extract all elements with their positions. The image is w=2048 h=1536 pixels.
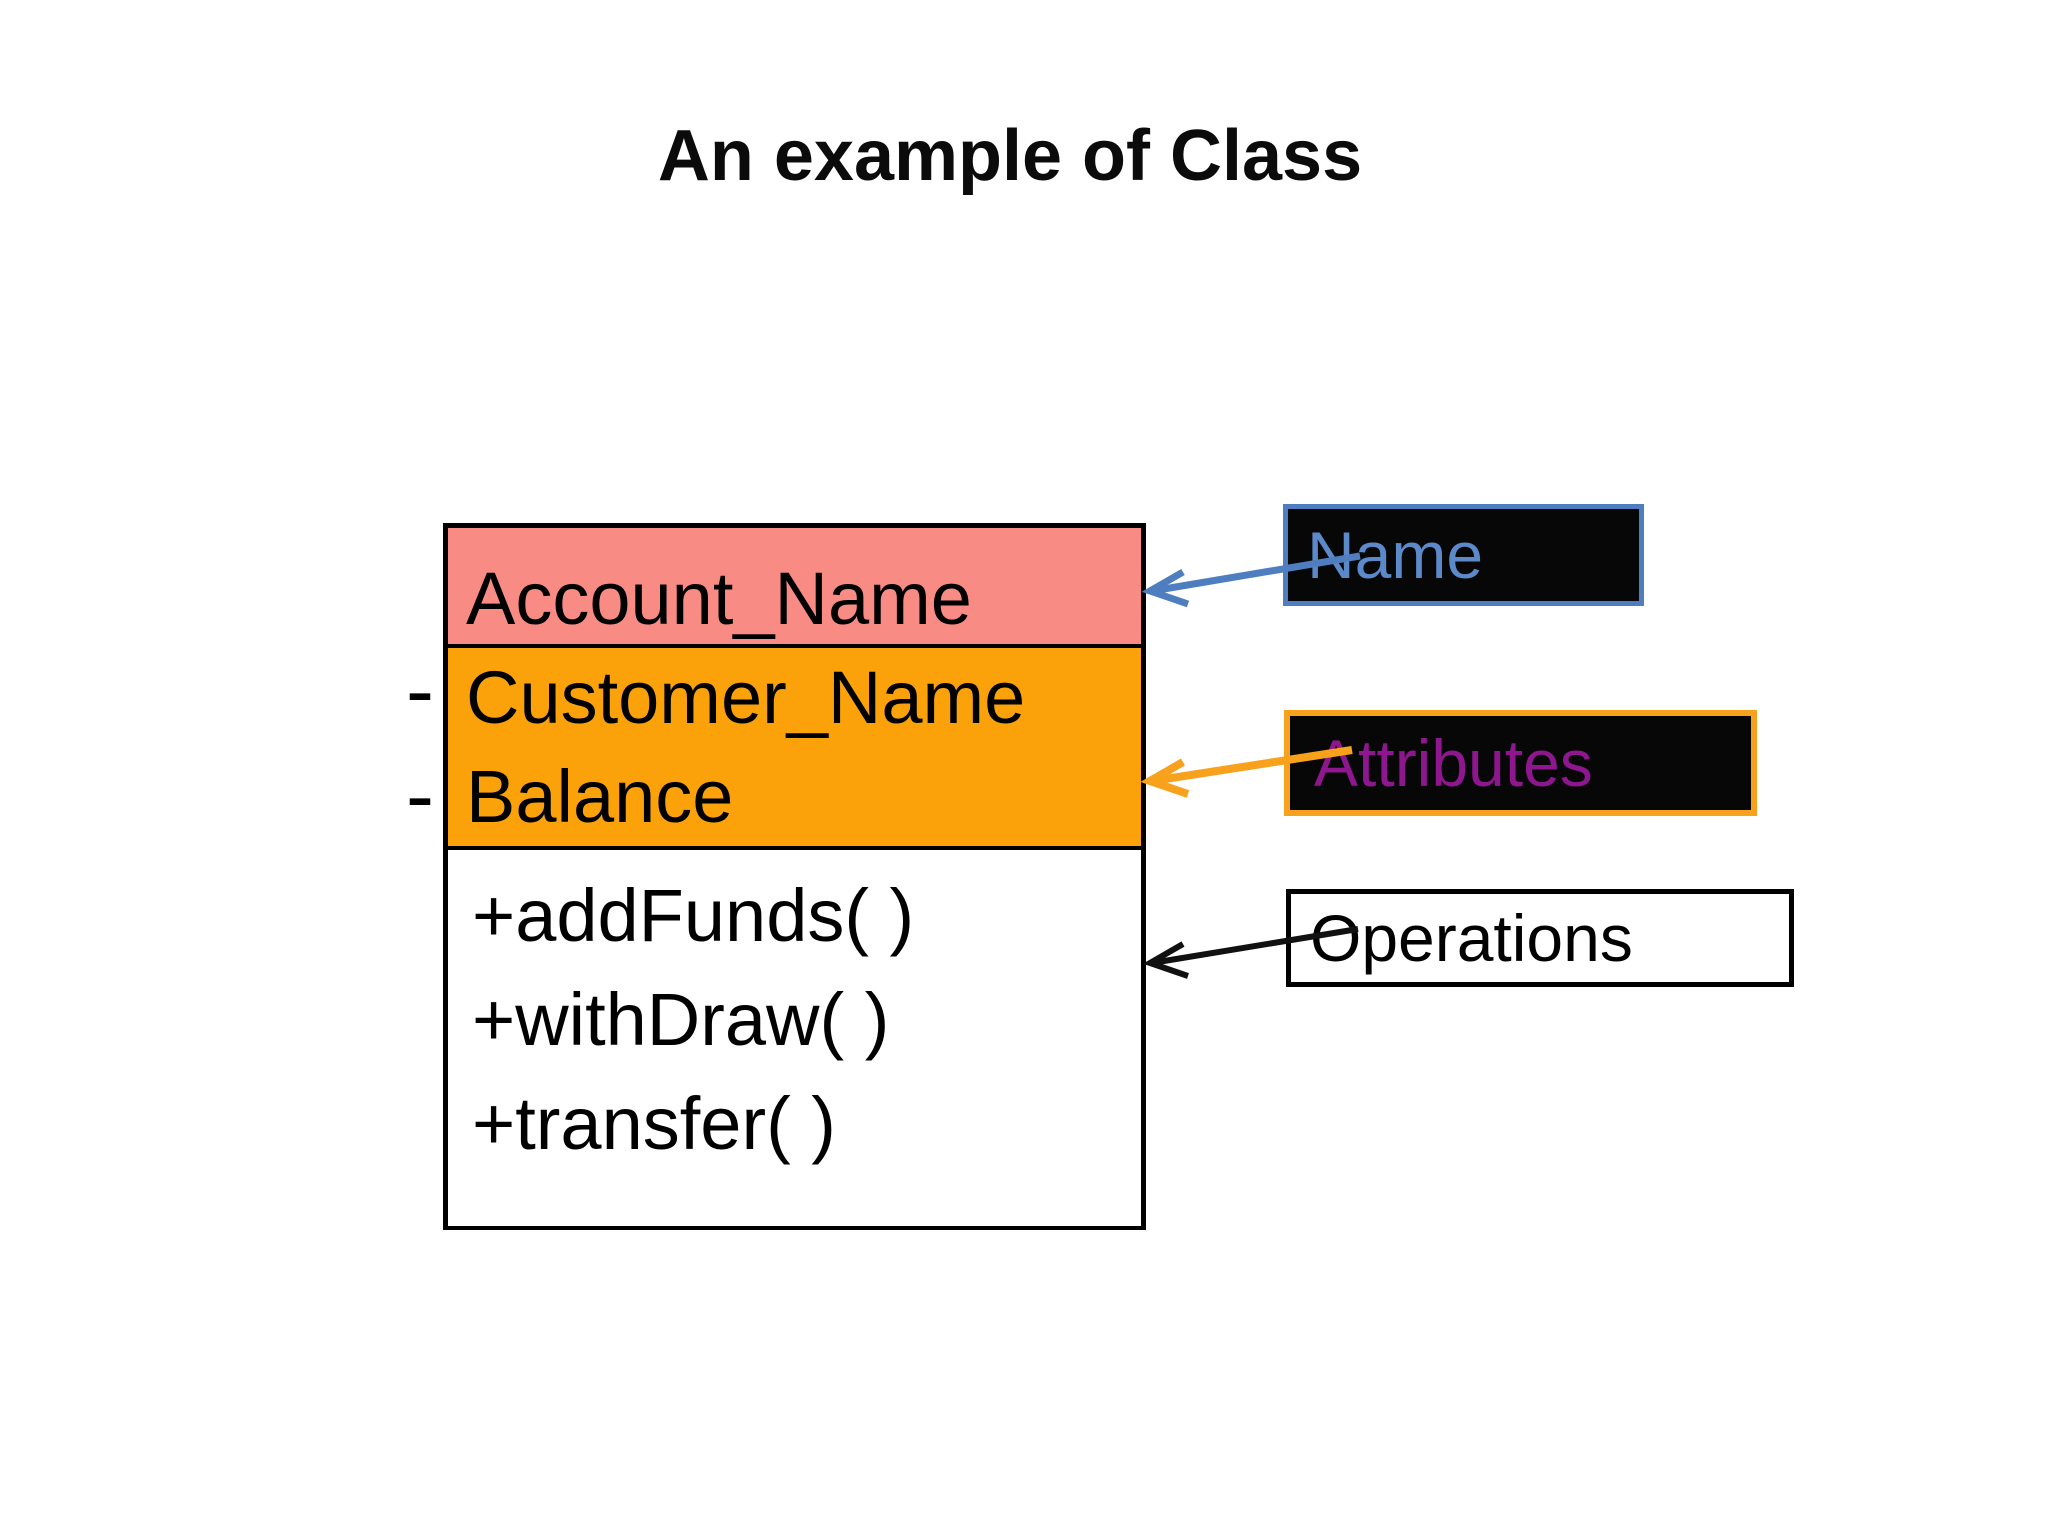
attribute-text: Balance xyxy=(466,754,734,838)
attribute-row: Balance xyxy=(448,747,1141,846)
name-label-text: Name xyxy=(1307,518,1484,592)
attribute-text: Customer_Name xyxy=(466,655,1026,739)
operation-text: +withDraw( ) xyxy=(472,978,890,1061)
name-label-box: Name xyxy=(1283,504,1644,606)
operations-label-text: Operations xyxy=(1310,901,1633,975)
class-name-text: Account_Name xyxy=(466,557,972,640)
operation-row: +withDraw( ) xyxy=(448,968,1141,1072)
class-attributes-compartment: Customer_Name Balance xyxy=(448,644,1141,846)
class-operations-compartment: +addFunds( ) +withDraw( ) +transfer( ) xyxy=(448,846,1141,1226)
name-arrowhead xyxy=(1141,568,1190,608)
operation-text: +addFunds( ) xyxy=(472,874,915,957)
operation-text: +transfer( ) xyxy=(472,1082,836,1165)
slide-title: An example of Class xyxy=(657,116,1363,196)
attribute-visibility-minus: - xyxy=(406,643,434,737)
attribute-row: Customer_Name xyxy=(448,648,1141,747)
class-name-compartment: Account_Name xyxy=(448,528,1141,644)
operation-row: +transfer( ) xyxy=(448,1072,1141,1176)
operations-arrowhead xyxy=(1142,941,1189,979)
attributes-label-box: Attributes xyxy=(1284,710,1757,816)
attribute-visibility-minus: - xyxy=(406,748,434,842)
operation-row: +addFunds( ) xyxy=(448,864,1141,968)
attributes-label-text: Attributes xyxy=(1314,726,1593,800)
attributes-arrowhead xyxy=(1140,758,1190,798)
uml-class-box: Account_Name Customer_Name Balance +addF… xyxy=(443,523,1146,1230)
operations-label-box: Operations xyxy=(1286,889,1794,987)
